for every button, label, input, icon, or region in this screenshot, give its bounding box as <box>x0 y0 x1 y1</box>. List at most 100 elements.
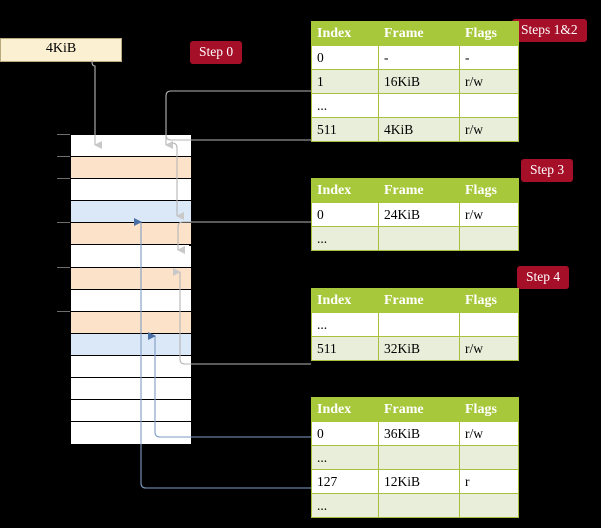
table-row: ... <box>311 493 519 518</box>
cell-flags: r/w <box>459 117 519 142</box>
cell-frame: 12KiB <box>378 469 460 494</box>
memory-tick-mark <box>57 222 70 224</box>
cell-flags: r/w <box>459 421 519 446</box>
cell-frame <box>378 226 460 251</box>
wire-level0-row511-to-row1 <box>165 90 311 141</box>
physical-memory-column <box>70 134 191 445</box>
cell-flags <box>459 493 519 518</box>
memory-frame-row <box>71 245 191 268</box>
cell-index: 1 <box>311 69 379 94</box>
cell-frame <box>378 93 460 118</box>
column-header-index: Index <box>311 288 379 313</box>
memory-frame-row <box>71 311 191 334</box>
cell-frame: 4KiB <box>378 117 460 142</box>
wire-level2-row511-to-memory <box>173 268 311 365</box>
cell-flags: - <box>459 45 519 70</box>
cell-index: 511 <box>311 336 379 361</box>
table-row: ... <box>311 226 519 251</box>
memory-tick-mark <box>57 310 70 312</box>
cell-frame: 36KiB <box>378 421 460 446</box>
cell-frame <box>378 445 460 470</box>
wire-step0-frame-to-memory <box>91 60 102 149</box>
badge-steps-1-2: Steps 1&2 <box>512 19 587 42</box>
cell-frame: 24KiB <box>378 202 460 227</box>
cell-flags <box>459 93 519 118</box>
cell-flags <box>459 312 519 337</box>
cell-index: ... <box>311 93 379 118</box>
badge-step-3: Step 3 <box>521 159 574 182</box>
cell-flags: r/w <box>459 69 519 94</box>
cell-index: ... <box>311 312 379 337</box>
column-header-frame: Frame <box>378 288 460 313</box>
badge-label: Step 0 <box>199 44 234 59</box>
cell-frame: 16KiB <box>378 69 460 94</box>
cell-index: 511 <box>311 117 379 142</box>
memory-frame-row <box>71 356 191 379</box>
column-header-index: Index <box>311 178 379 203</box>
wire-level1-row0-to-memory <box>177 221 311 254</box>
cell-frame <box>378 493 460 518</box>
cell-frame: - <box>378 45 460 70</box>
cell-frame: 32KiB <box>378 336 460 361</box>
cell-flags: r/w <box>459 202 519 227</box>
cell-flags: r <box>459 469 519 494</box>
cell-index: 0 <box>311 45 379 70</box>
cell-index: ... <box>311 445 379 470</box>
column-header-flags: Flags <box>459 288 519 313</box>
memory-frame-row <box>71 223 191 246</box>
column-header-index: Index <box>311 21 379 46</box>
frame-box-4kib: 4KiB <box>0 38 122 62</box>
frame-box-label: 4KiB <box>45 41 77 56</box>
cell-index: ... <box>311 226 379 251</box>
cell-index: 0 <box>311 202 379 227</box>
memory-frame-row <box>71 400 191 423</box>
cell-index: 0 <box>311 421 379 446</box>
table-row: ... <box>311 93 519 118</box>
column-header-frame: Frame <box>378 397 460 422</box>
memory-frame-row <box>71 201 191 224</box>
column-header-frame: Frame <box>378 178 460 203</box>
cell-flags <box>459 226 519 251</box>
column-header-flags: Flags <box>459 178 519 203</box>
memory-frame-row <box>71 333 191 356</box>
memory-tick-mark <box>57 134 70 135</box>
table-row: ... <box>311 312 519 337</box>
badge-step-0: Step 0 <box>190 41 243 64</box>
column-header-frame: Frame <box>378 21 460 46</box>
memory-tick-mark <box>57 156 70 158</box>
memory-frame-row <box>71 289 191 312</box>
cell-flags: r/w <box>459 336 519 361</box>
memory-frame-row <box>71 378 191 401</box>
cell-index: ... <box>311 493 379 518</box>
memory-tick-mark <box>57 266 70 268</box>
column-header-flags: Flags <box>459 21 519 46</box>
memory-frame-row <box>71 267 191 290</box>
badge-label: Steps 1&2 <box>521 22 578 37</box>
column-header-flags: Flags <box>459 397 519 422</box>
table-row: ... <box>311 445 519 470</box>
cell-flags <box>459 445 519 470</box>
badge-step-4: Step 4 <box>517 266 570 289</box>
table-row: 0-- <box>311 45 519 70</box>
memory-frame-row <box>71 157 191 180</box>
memory-frame-row <box>71 422 191 445</box>
memory-tick-mark <box>57 178 70 180</box>
memory-frame-row <box>71 135 191 158</box>
cell-frame <box>378 312 460 337</box>
cell-index: 127 <box>311 469 379 494</box>
column-header-index: Index <box>311 397 379 422</box>
